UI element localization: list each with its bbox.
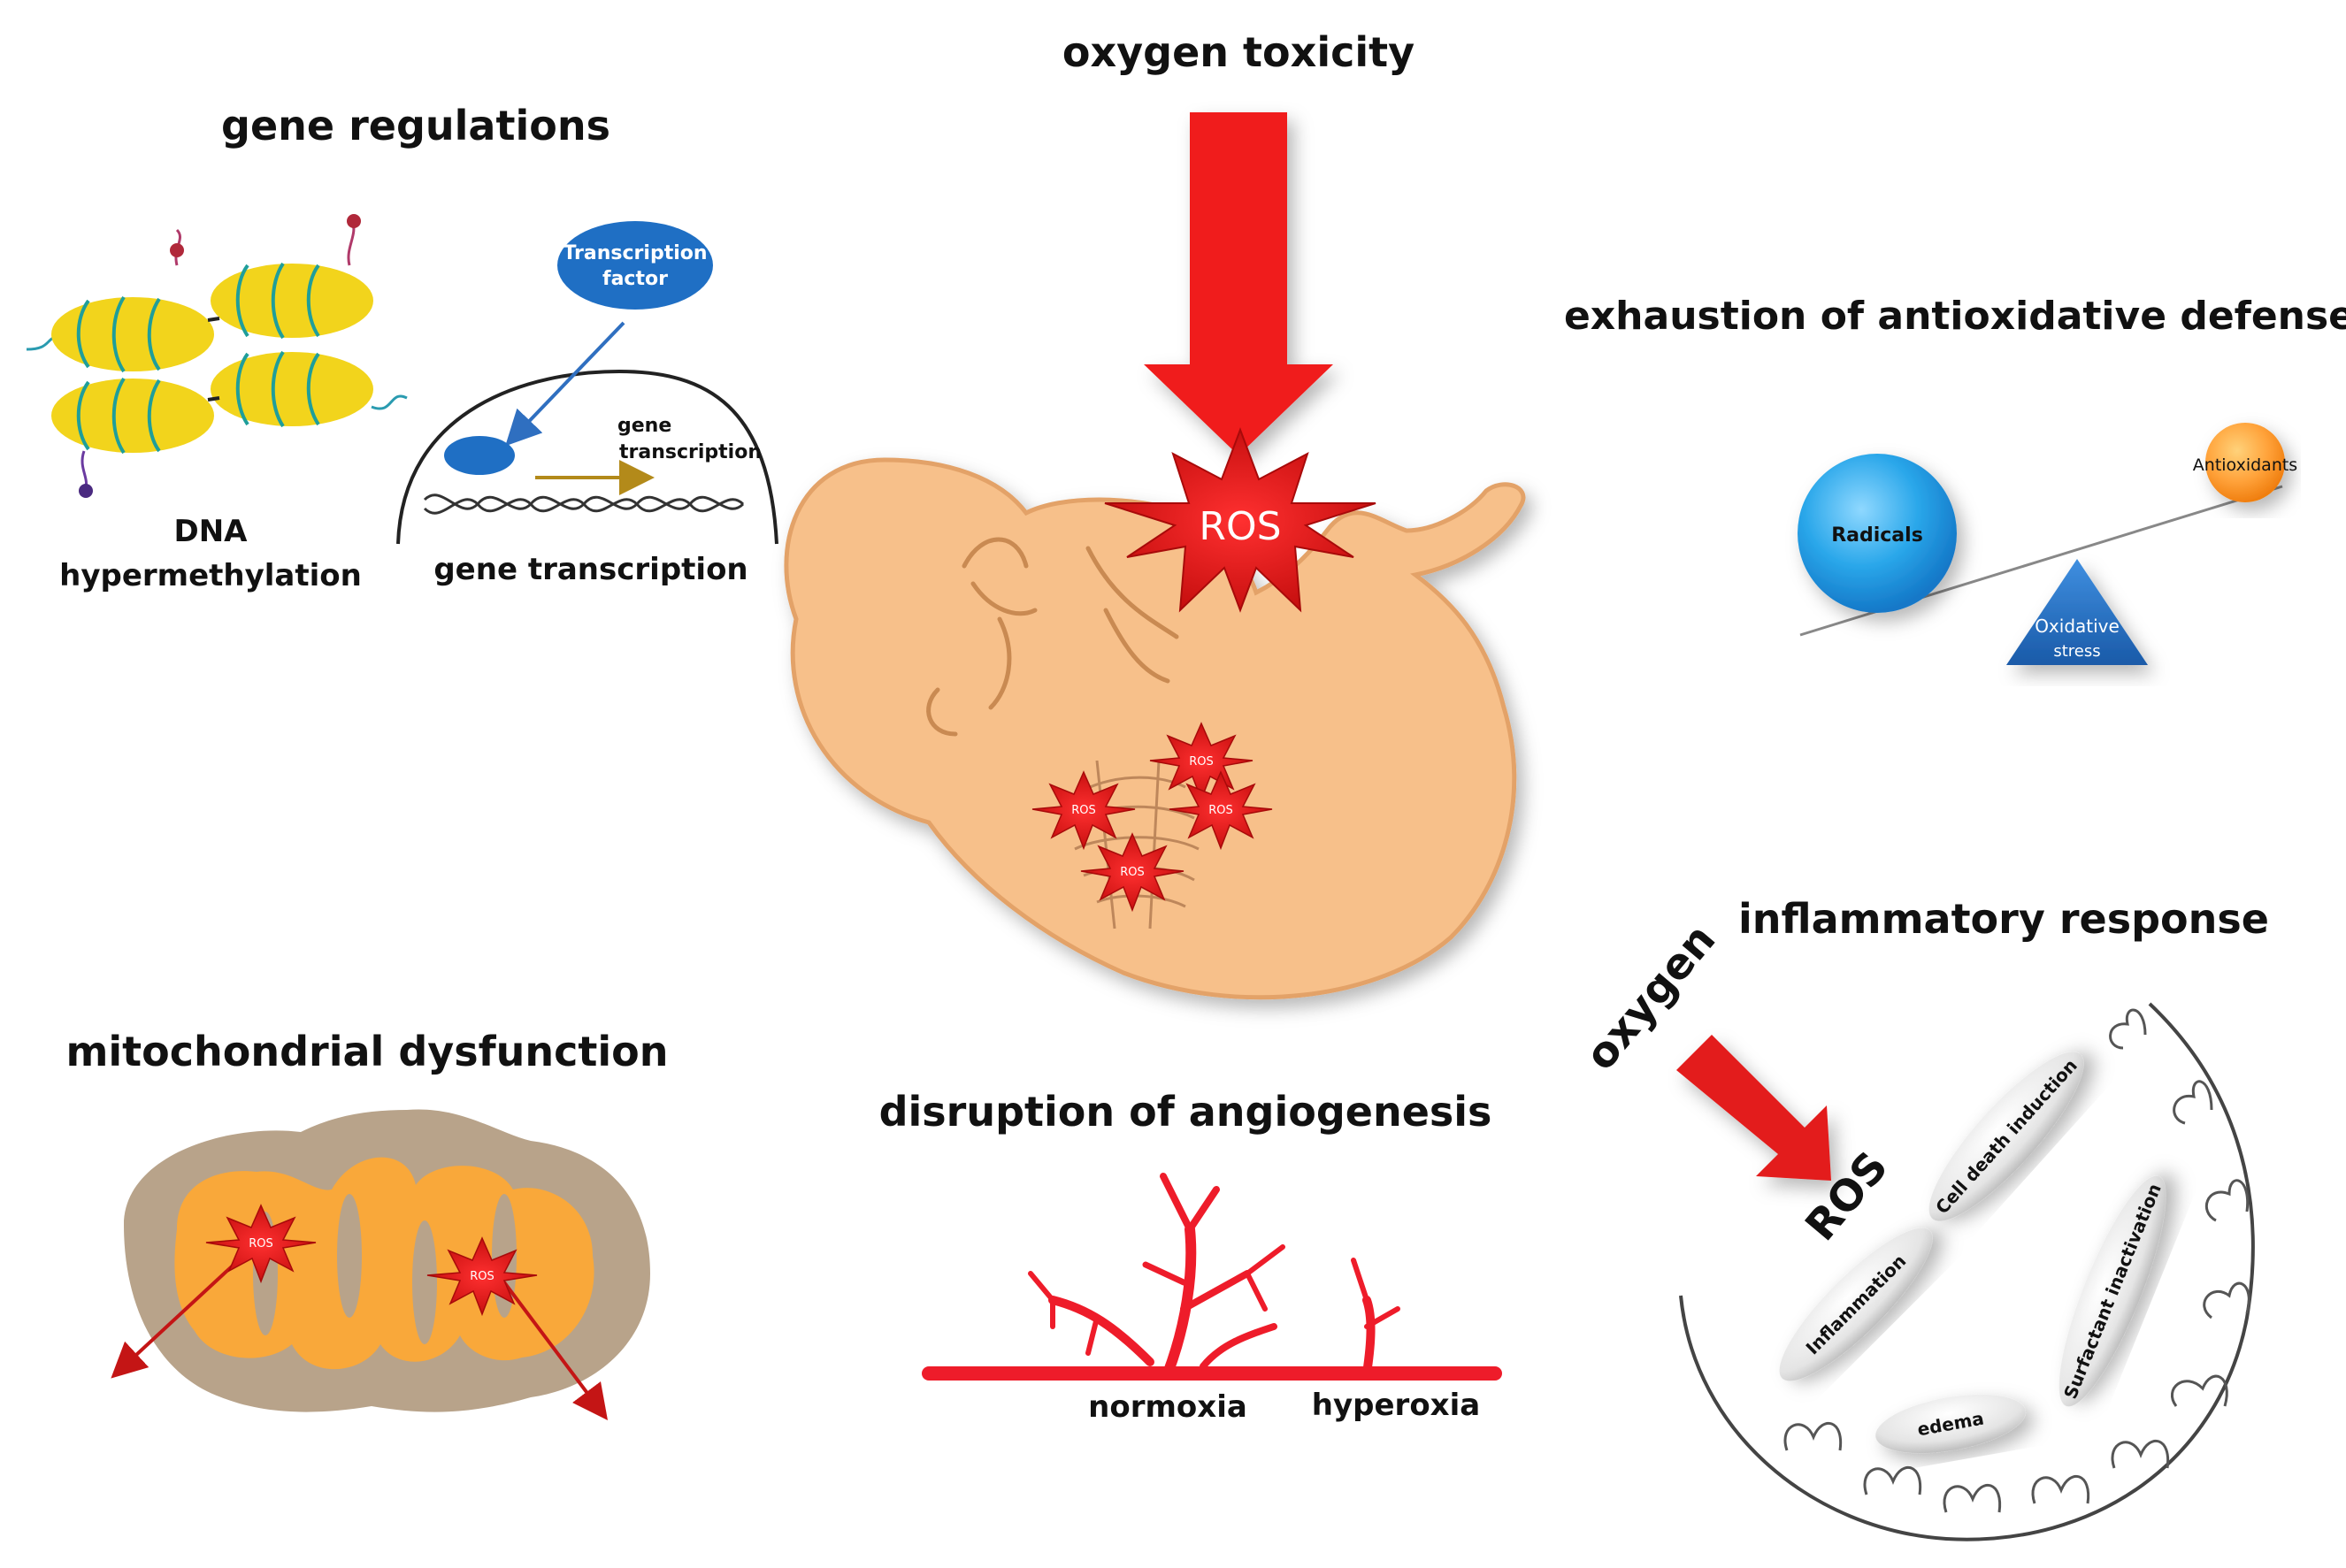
cell-death-label: Cell death induction [1931,1055,2082,1219]
oxidative-stress-line2: stress [2053,642,2100,661]
ros-burst-label: ROS [1071,804,1096,817]
dna-nucleosomes-icon [26,214,408,498]
ros-burst-label: ROS [1208,804,1233,817]
oxidative-stress-line1: Oxidative [2035,616,2120,637]
heading-mitochondrial-dysfunction: mitochondrial dysfunction [65,1028,668,1075]
mito-ros-burst-icon: ROS [426,1236,538,1317]
transcription-factor-icon [557,221,713,310]
ros-main-label: ROS [1199,504,1281,549]
ros-burst-main-icon: ROS [1104,427,1376,613]
gene-transcription-label: gene transcription [433,552,748,587]
mitochondrion-icon: ROS ROS [111,1109,650,1420]
chest-ros-bursts: ROS ROS ROS ROS [1031,722,1273,913]
heading-oxygen-toxicity: oxygen toxicity [1062,28,1414,76]
mito-ros-label: ROS [249,1237,273,1251]
ros-burst-small-icon: ROS [1080,832,1184,913]
antioxidants-sphere-icon [2205,423,2285,502]
heading-exhaustion-antioxidative-defense: exhaustion of antioxidative defense [1564,294,2346,339]
dna-label-line1: DNA [174,514,249,549]
pill-cell-death [1928,1052,2084,1221]
heading-inflammatory-response: inflammatory response [1738,895,2269,943]
fetus-details [926,537,1179,737]
pill-edema [1875,1394,2026,1454]
vessel-network-icon [922,1173,1502,1381]
alveolus-diagram: Cell death induction Inflammation Surfac… [1676,1002,2255,1541]
ros-burst-label: ROS [1189,755,1214,769]
gene-transcription-diagram: Transcription factor gene transcription [396,221,778,545]
antioxidants-label: Antioxidants [2193,455,2297,475]
antioxidant-balance-diagram: Radicals Antioxidants Oxidative stress [1798,423,2297,665]
radicals-label: Radicals [1831,524,1923,547]
ros-burst-small-icon: ROS [1031,770,1136,851]
mito-ros-label: ROS [470,1270,494,1283]
pill-inflammation [1779,1228,1933,1381]
oxygen-arrow-icon [1144,112,1333,455]
oxygen-arrow-small-icon [1676,1035,1831,1181]
mito-ros-burst-icon: ROS [205,1204,317,1284]
oxidative-stress-fulcrum-icon [2006,559,2148,665]
gene-transcription-small-line1: gene [617,415,671,437]
heading-disruption-angiogenesis: disruption of angiogenesis [879,1088,1492,1136]
pill-surfactant [2058,1175,2166,1407]
ros-burst-small-icon: ROS [1169,770,1273,851]
hyperoxia-label: hyperoxia [1312,1388,1480,1423]
heading-gene-regulations: gene regulations [221,102,610,149]
tf-label-line1: Transcription [563,242,707,264]
surfactant-label: Surfactant inactivation [2059,1181,2166,1402]
gene-transcription-small-line2: transcription [619,441,762,463]
ros-burst-small-icon: ROS [1149,722,1254,802]
normoxia-label: normoxia [1088,1389,1247,1425]
dna-label-line2: hypermethylation [59,558,362,593]
tf-label-line2: factor [602,268,668,290]
ros-burst-label: ROS [1120,866,1145,879]
radicals-sphere-icon [1798,454,1957,613]
